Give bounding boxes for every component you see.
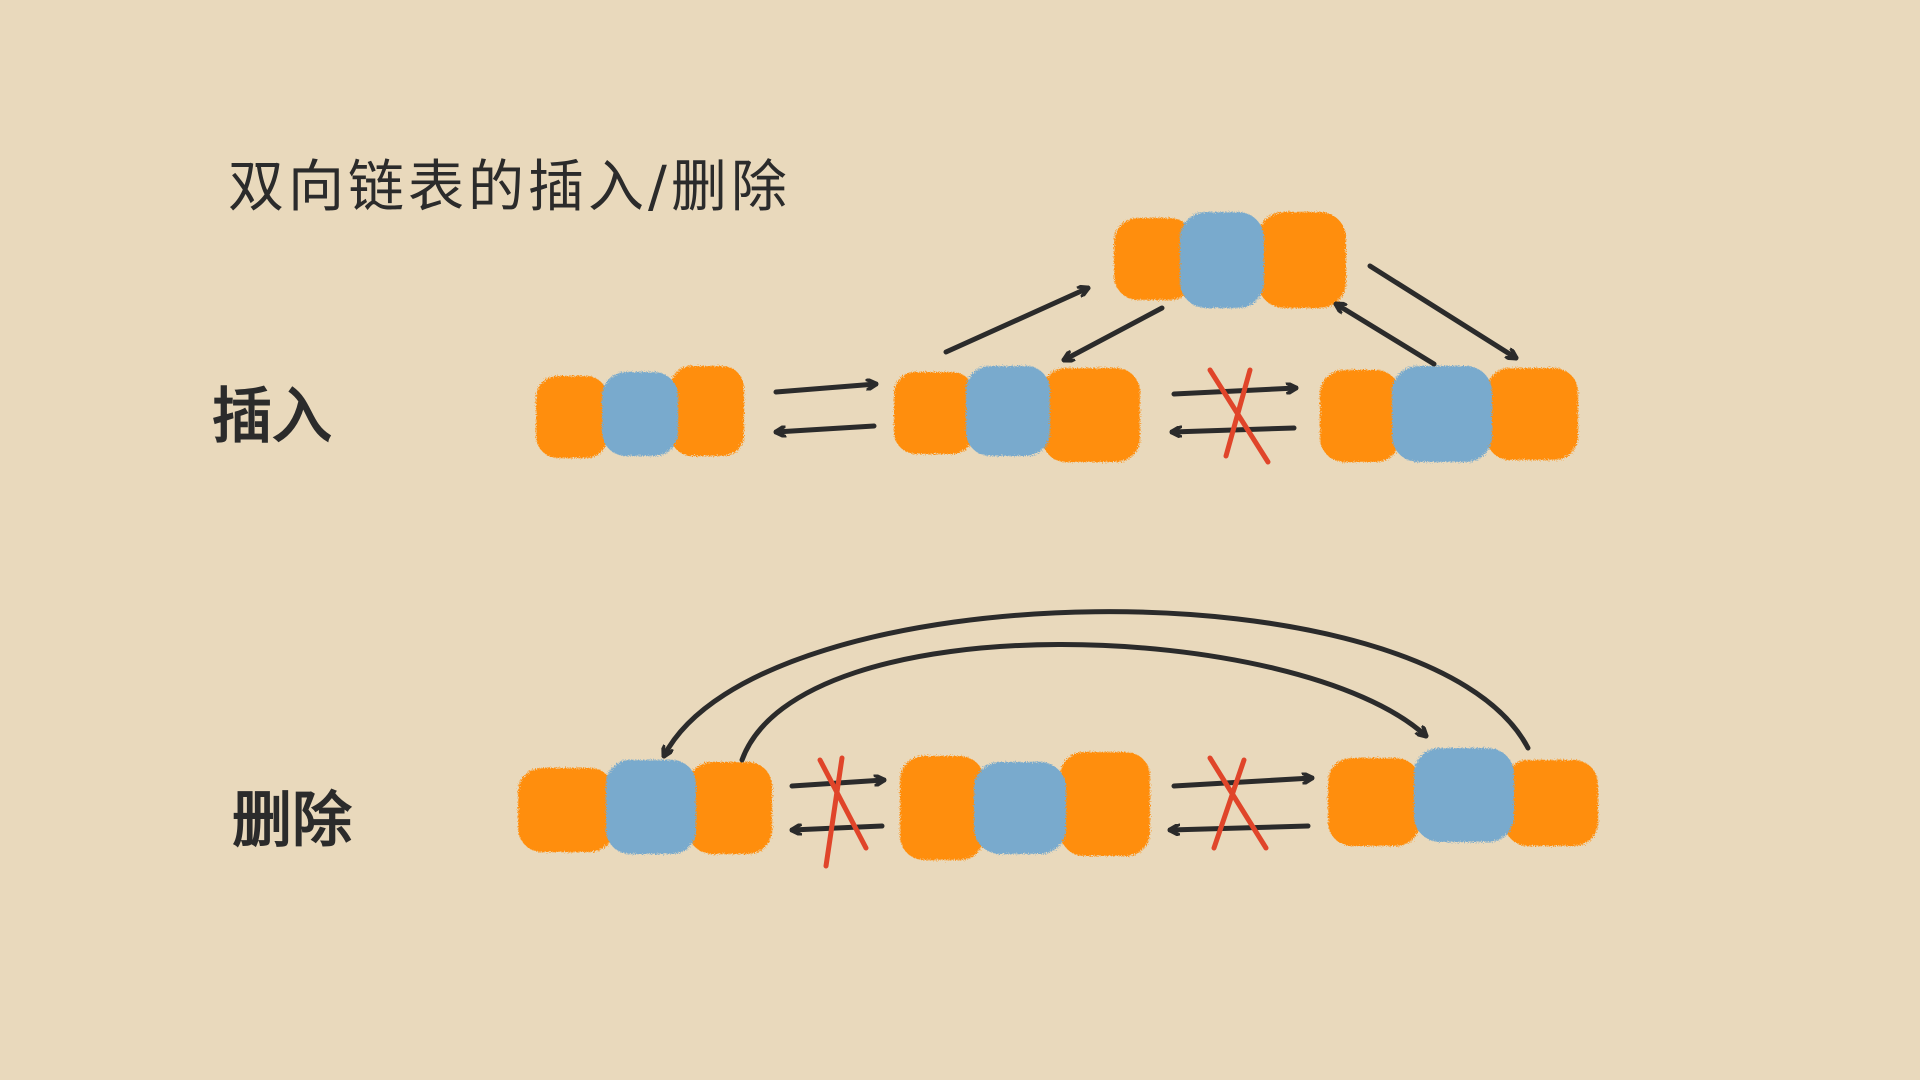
next-pointer-arrow [773,384,879,395]
prev-pointer-cell [1114,218,1194,300]
data-cell [966,366,1050,456]
next-pointer-cell [1504,760,1598,846]
data-cell [1180,212,1264,308]
deleted-node [900,752,1150,860]
broken-link-cross [1207,367,1271,465]
next-pointer-cell [1042,368,1140,462]
prev-pointer-cell [894,372,974,454]
insert-node-3 [1320,366,1578,462]
next-pointer-arrow [1367,263,1516,358]
broken-link-cross [1207,755,1269,851]
data-cell [974,762,1066,854]
prev-pointer-cell [536,376,608,458]
insert-node-2 [894,366,1140,462]
diagram-title: 双向链表的插入/删除 [228,155,791,220]
next-pointer-cell [670,366,744,456]
delete-node-3 [1328,748,1598,846]
data-cell [1414,748,1514,842]
delete-section-label: 删除 [232,786,352,856]
bypass-prev-arrow [664,609,1531,756]
next-pointer-cell [1060,752,1150,856]
broken-link-cross [817,755,869,869]
next-pointer-arrow [943,288,1088,355]
data-cell [606,760,696,854]
prev-pointer-arrow [789,823,885,830]
next-pointer-cell [1258,212,1346,308]
prev-pointer-arrow [773,423,877,432]
next-pointer-arrow [1171,778,1315,789]
data-cell [602,372,678,456]
prev-pointer-cell [518,768,614,852]
prev-pointer-arrow [1336,304,1437,367]
prev-pointer-arrow [1167,823,1311,830]
insert-node-1 [536,366,744,458]
data-cell [1392,366,1492,462]
insert-section-label: 插入 [212,382,332,452]
prev-pointer-cell [1320,370,1400,462]
prev-pointer-cell [900,756,984,860]
prev-pointer-arrow [1064,305,1165,360]
new-node [1114,212,1346,308]
next-pointer-arrow [1171,388,1299,397]
bypass-next-arrow [739,642,1426,763]
prev-pointer-cell [1328,758,1420,846]
delete-node-1 [518,760,772,854]
next-pointer-cell [688,762,772,854]
next-pointer-cell [1486,368,1578,460]
